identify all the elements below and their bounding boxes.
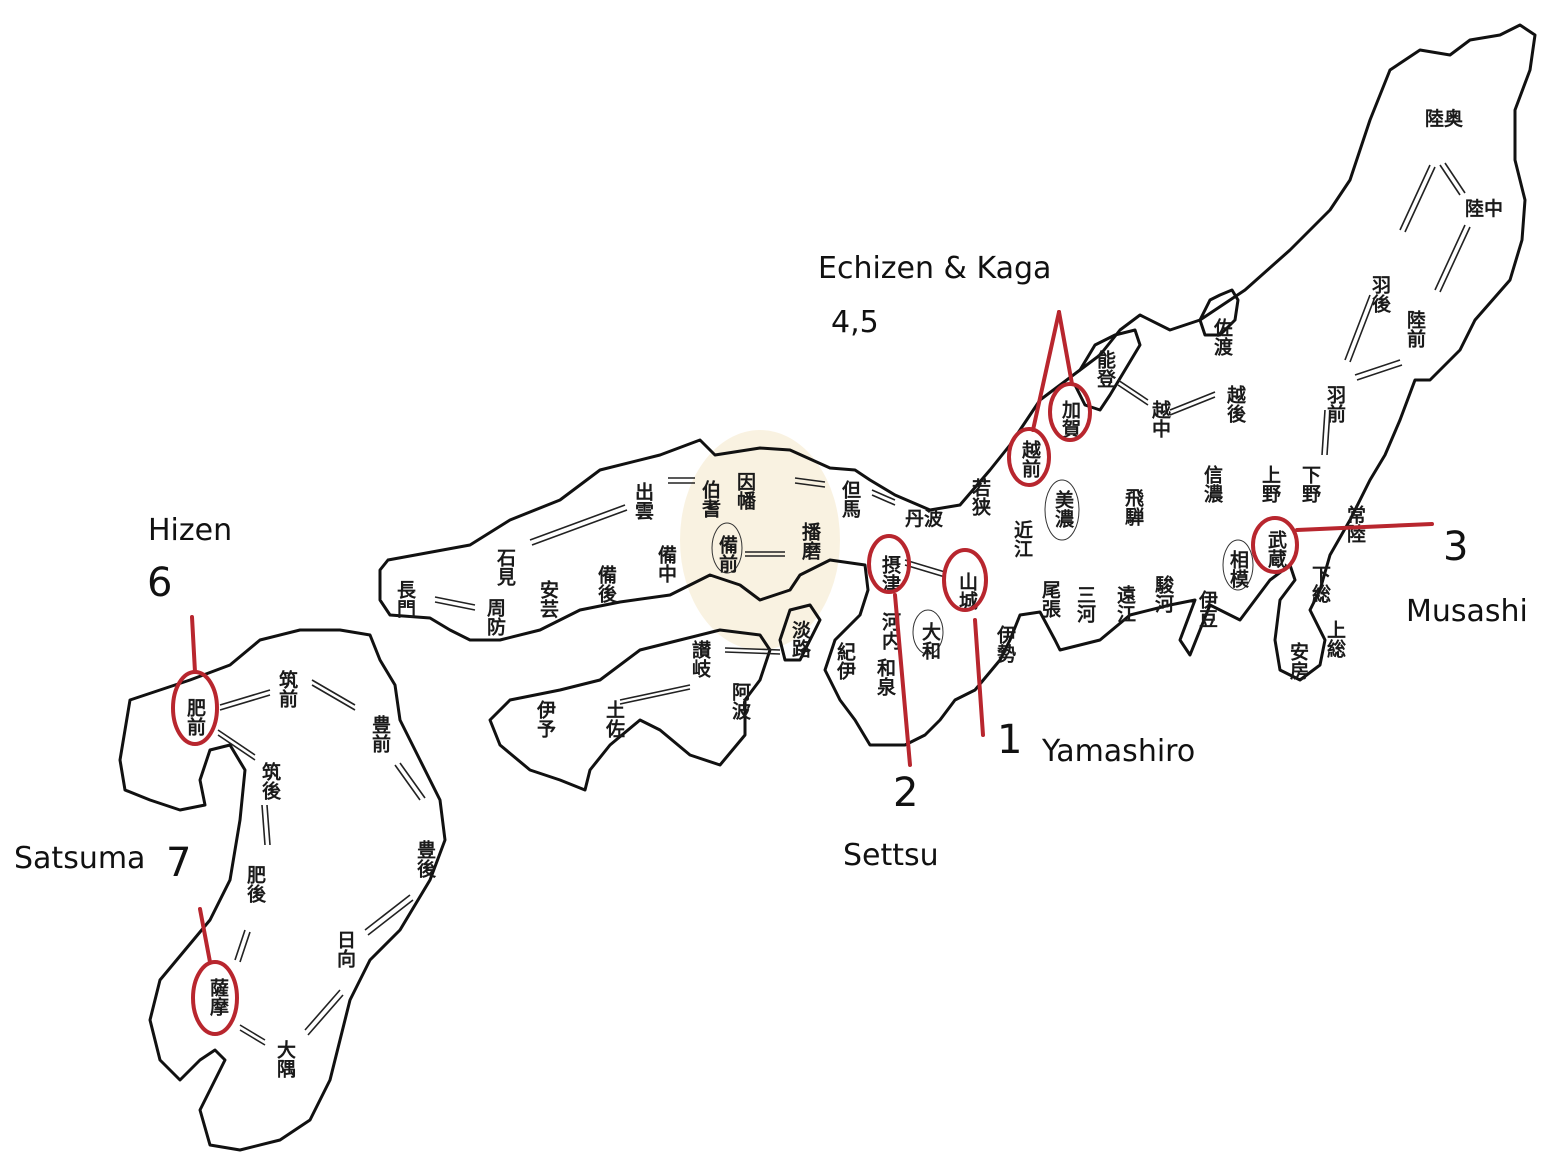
sado-island [1198,288,1240,337]
mino-oval [1044,479,1080,541]
annotation-number-6: 6 [147,560,173,606]
province-owari: 尾張 [1039,580,1061,619]
province-bungo: 豊後 [414,839,436,879]
province-suo: 周防 [484,598,506,636]
province-settsu: 摂津 [879,554,901,593]
province-tajima: 但馬 [839,479,861,518]
road-lines [217,162,1471,1046]
province-inaba: 因幡 [734,472,756,511]
province-shimotsuke: 下野 [1299,465,1321,503]
province-chikugo: 筑後 [259,761,281,801]
circle-yamashiro [942,548,988,612]
province-shimosa: 下総 [1309,565,1331,603]
province-etchu: 越中 [1149,399,1172,439]
province-iwami: 石見 [494,548,517,587]
province-tanba: 丹波 [905,507,944,530]
annotation-name-echizen-kaga: Echizen & Kaga [818,251,1052,286]
province-iyo: 伊予 [534,699,557,738]
province-ugo: 羽後 [1369,275,1391,314]
province-shinano: 信濃 [1201,464,1223,504]
province-labels: 陸奥 陸中 羽後 陸前 羽前 佐渡 越後 越中 能登 加賀 越前 若狭 近江 美… [184,107,1503,1079]
annotation-number-3: 3 [1443,524,1469,570]
province-izumi: 和泉 [874,657,897,696]
province-totomi: 遠江 [1114,585,1136,623]
province-sado: 佐渡 [1211,317,1234,357]
annotation-name-satsuma: Satsuma [14,841,146,876]
yamato-oval [912,609,944,655]
province-izumo: 出雲 [632,481,654,521]
awaji-island [778,603,822,662]
circle-echizen [1007,427,1051,487]
province-awa-east: 安房 [1287,641,1309,680]
province-uzen: 羽前 [1324,385,1346,423]
province-kii: 紀伊 [834,641,857,681]
annotation-number-2: 2 [893,770,919,816]
province-hoki: 伯耆 [699,479,722,519]
province-mutsu: 陸奥 [1425,107,1464,130]
province-higo: 肥後 [244,865,266,904]
annotation-number-1: 1 [997,717,1023,763]
province-wakasa: 若狭 [969,477,992,516]
province-hitachi: 常陸 [1344,504,1366,544]
annotation-name-hizen: Hizen [148,513,233,548]
province-hyuga: 日向 [334,930,356,968]
circle-satsuma [191,960,239,1036]
province-ise: 伊勢 [994,624,1017,663]
shikoku-coastline [488,628,772,792]
honshu-coastline [378,23,1537,747]
circle-settsu [867,534,911,594]
province-tosa: 土佐 [603,700,626,738]
province-satsuma: 薩摩 [207,978,229,1017]
province-nagato: 長門 [394,580,416,618]
kyushu-coastline [118,628,447,1152]
province-echizen: 越前 [1019,439,1042,478]
annotation-name-settsu: Settsu [843,838,939,873]
province-awaji: 淡路 [789,620,811,659]
province-kazusa: 上総 [1324,620,1346,658]
annotation-name-yamashiro: Yamashiro [1042,734,1196,769]
province-harima: 播磨 [799,522,822,561]
province-yamashiro: 山城 [956,572,978,611]
province-bizen: 備前 [716,534,738,573]
province-kaga: 加賀 [1059,400,1082,439]
province-osumi: 大隅 [274,1039,296,1079]
annotation-number-4-5: 4,5 [831,305,879,340]
province-bingo: 備後 [595,564,617,604]
annotation-name-musashi: Musashi [1406,594,1528,629]
province-hizen: 肥前 [184,698,206,736]
sagami-oval [1222,539,1254,591]
province-echigo: 越後 [1224,384,1247,424]
province-chikuzen: 筑前 [276,669,298,708]
bizen-oval [711,522,743,574]
province-noto: 能登 [1094,349,1117,388]
province-bitchu: 備中 [655,544,677,584]
province-mino: 美濃 [1052,489,1074,529]
province-kozuke: 上野 [1259,465,1281,503]
province-awa: 阿波 [729,682,751,721]
province-sanuki: 讃岐 [689,639,711,679]
province-buzen: 豊前 [369,714,391,753]
province-mikawa: 三河 [1074,585,1096,623]
province-aki: 安芸 [537,579,559,619]
province-hida: 飛騨 [1122,488,1145,527]
province-yamato: 大和 [919,621,941,660]
noto-peninsula [1073,328,1142,412]
circle-musashi [1251,516,1299,574]
leader-lines [190,310,1434,964]
province-suruga: 駿河 [1152,574,1174,613]
province-rikuzen: 陸前 [1404,309,1426,348]
annotation-number-7: 7 [166,840,192,886]
province-rikuchu: 陸中 [1465,197,1503,220]
province-omi: 近江 [1011,520,1033,558]
province-sagami: 相模 [1227,550,1249,589]
province-musashi: 武蔵 [1265,530,1287,569]
province-izu: 伊豆 [1196,589,1219,628]
